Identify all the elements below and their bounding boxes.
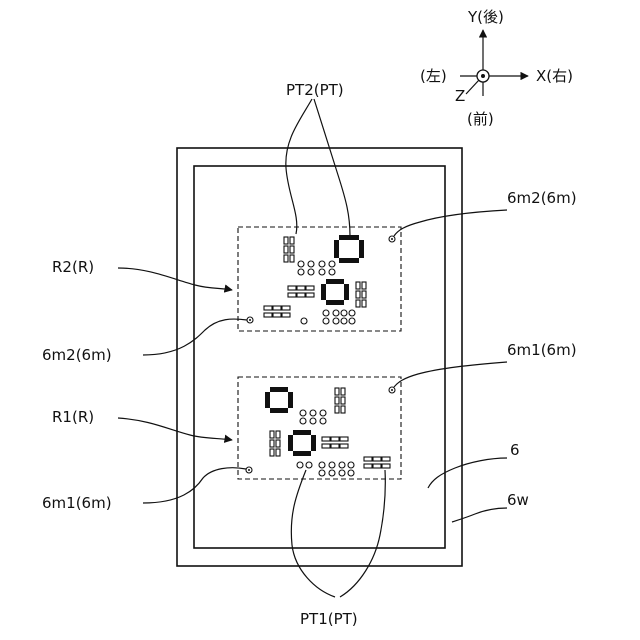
circle-pads-r1-b — [297, 462, 354, 476]
x-axis-label: X(右) — [536, 67, 573, 85]
label-r2: R2(R) — [52, 258, 94, 276]
y-axis-label: Y(後) — [467, 8, 504, 26]
circle-pads-r2-b — [301, 310, 355, 324]
circle-pads-r1-a — [300, 410, 326, 424]
chip-array-r2-a — [284, 237, 294, 262]
leader-pt1-a — [291, 470, 335, 597]
substrate — [194, 166, 445, 548]
leader-r1 — [118, 418, 232, 440]
label-pt2: PT2(PT) — [286, 81, 344, 99]
rect-pads-r2-b — [264, 306, 290, 317]
leader-pt1-b — [340, 470, 385, 597]
label-6m2-top: 6m2(6m) — [507, 189, 577, 207]
label-6w: 6w — [507, 491, 529, 509]
leader-r2 — [118, 268, 232, 290]
region-r1 — [238, 377, 401, 479]
region-r2 — [238, 227, 401, 331]
label-pt1: PT1(PT) — [300, 610, 358, 628]
leader-pt2-b — [314, 99, 350, 236]
rect-pads-r2-a — [288, 286, 314, 297]
chip-array-r1-a — [335, 388, 345, 413]
left-label: (左) — [420, 67, 447, 85]
leader-6m2-top — [394, 210, 507, 236]
chip-array-r1-b — [270, 431, 280, 456]
pattern-ring-r1-top — [265, 387, 293, 413]
leader-6w — [452, 508, 507, 522]
z-axis-dot — [481, 74, 485, 78]
label-6m1-left: 6m1(6m) — [42, 494, 112, 512]
pattern-ring-r2-top — [334, 235, 364, 263]
rect-pads-r1-b — [364, 457, 390, 468]
coordinate-axes: Y(後) X(右) (左) Z (前) — [420, 8, 573, 128]
label-6m2-left: 6m2(6m) — [42, 346, 112, 364]
rect-pads-r1-a — [322, 437, 348, 448]
chip-array-r2-b — [356, 282, 366, 307]
front-label: (前) — [467, 110, 494, 128]
z-axis-label: Z — [455, 87, 465, 105]
label-r1: R1(R) — [52, 408, 94, 426]
holder-frame — [177, 148, 462, 566]
z-leader — [466, 80, 479, 94]
leader-6m1-right — [394, 362, 507, 387]
label-6m1-right: 6m1(6m) — [507, 341, 577, 359]
pattern-ring-r1-bottom — [288, 430, 316, 456]
circle-pads-r2-a — [298, 261, 335, 275]
leader-6 — [428, 458, 507, 488]
leader-6m2-left — [143, 319, 247, 355]
label-6: 6 — [510, 441, 520, 459]
region-r2-boundary — [238, 227, 401, 331]
pattern-ring-r2-bottom — [321, 279, 349, 305]
